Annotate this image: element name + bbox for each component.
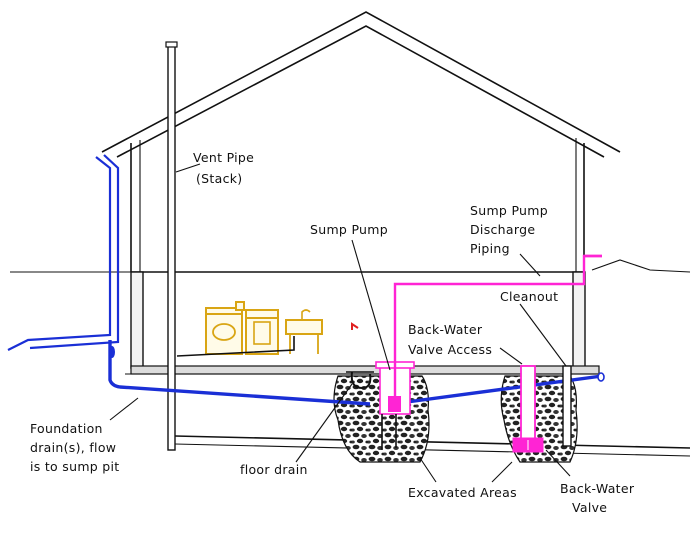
- basement-wall-right: [572, 271, 586, 369]
- laundry-appliances: [176, 301, 359, 357]
- label-backwater-valve-1: Back-Water: [560, 481, 635, 496]
- leader-excavated-2: [491, 461, 513, 483]
- discharge-piping: [393, 254, 602, 396]
- roof-inner: [116, 25, 605, 158]
- leader-excavated-1: [419, 457, 437, 483]
- backwater-valve-assembly: [512, 365, 572, 453]
- washer: [205, 301, 245, 355]
- alert-marker: [351, 322, 359, 330]
- label-foundation-3: is to sump pit: [30, 459, 120, 474]
- leader-access: [499, 347, 523, 365]
- dryer: [245, 309, 279, 355]
- foundation-drain-pipe: [108, 340, 371, 406]
- leader-lines: [109, 163, 571, 483]
- laundry-drain-line: [176, 336, 295, 357]
- label-cleanout: Cleanout: [500, 289, 558, 304]
- downspout: [7, 156, 112, 351]
- leader-valve: [545, 449, 571, 477]
- label-vent-pipe-2: (Stack): [196, 171, 242, 186]
- label-backwater-valve-2: Valve: [572, 500, 607, 515]
- basement-slab: [130, 365, 600, 375]
- vent-stack-cap: [165, 41, 178, 48]
- leader-foundation: [109, 397, 139, 421]
- roof-outer: [101, 11, 621, 153]
- leader-vent: [175, 163, 201, 173]
- backwater-access-pipe: [520, 365, 536, 449]
- leader-cleanout: [519, 303, 567, 367]
- label-floor-drain: floor drain: [240, 462, 308, 477]
- label-backwater-access-1: Back-Water: [408, 322, 483, 337]
- cleanout-pipe: [562, 365, 572, 447]
- label-sump-pump: Sump Pump: [310, 222, 388, 237]
- label-discharge-2: Discharge: [470, 222, 535, 237]
- house-drain: [174, 435, 691, 449]
- right-grade: [591, 259, 691, 273]
- label-backwater-access-2: Valve Access: [408, 342, 492, 357]
- leader-discharge: [519, 253, 541, 277]
- vent-stack: [165, 41, 691, 457]
- drain-pipe-end-left: [109, 346, 115, 358]
- drain-pipe-end: [597, 372, 605, 382]
- laundry-sink: [285, 309, 323, 354]
- label-discharge-1: Sump Pump: [470, 203, 548, 218]
- label-foundation-2: drain(s), flow: [30, 440, 116, 455]
- label-excavated: Excavated Areas: [408, 485, 517, 500]
- leader-sump: [351, 239, 391, 371]
- labels: Vent Pipe (Stack) Sump Pump Sump Pump Di…: [30, 150, 635, 515]
- basement-wall-left: [130, 271, 144, 369]
- label-foundation-1: Foundation: [30, 421, 103, 436]
- house-drain-bottom: [174, 443, 691, 457]
- sump-pump-body: [388, 396, 401, 412]
- floor-drain-trap: [350, 371, 372, 390]
- downspout-outer: [29, 154, 120, 350]
- house-structure: [10, 11, 691, 375]
- label-discharge-3: Piping: [470, 241, 510, 256]
- leader-floor-drain: [295, 383, 353, 463]
- label-vent-pipe-1: Vent Pipe: [193, 150, 254, 165]
